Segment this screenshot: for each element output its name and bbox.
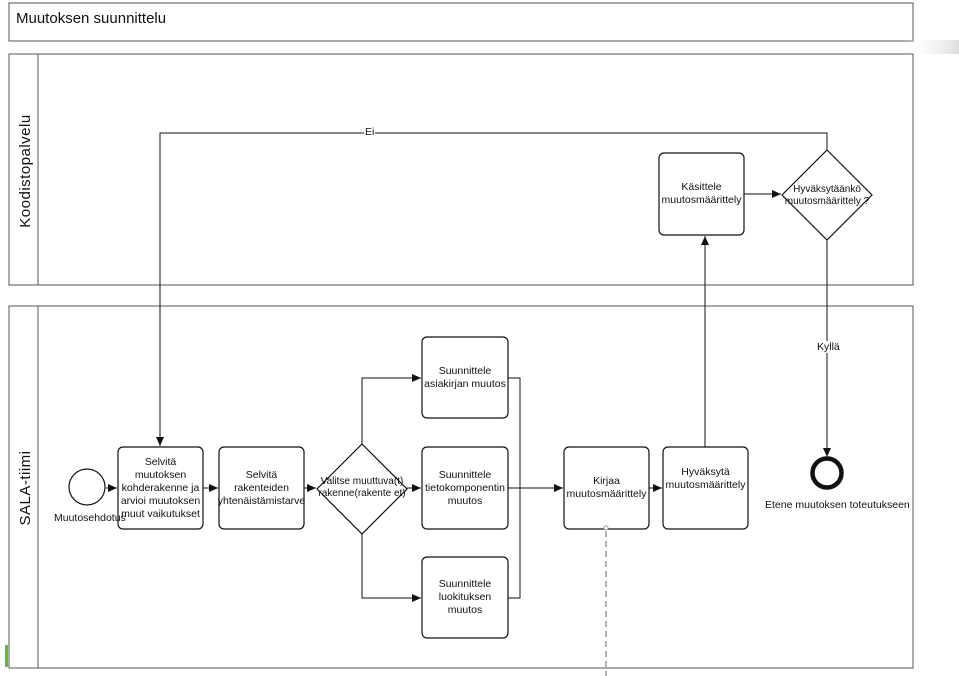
task-hyvaksyta-label: Hyväksytä muutosmäärittely [665,466,746,491]
lane-label-sala-tiimi: SALA-tiimi [17,450,34,526]
gateway-hyvaksytaanko-label: Hyväksytäänkö muutosmäärittely ? [784,183,870,208]
lane-accent-bar [5,645,8,667]
end-event[interactable] [810,456,844,490]
task-kasittele-label: Käsittele muutosmäärittely [661,181,742,206]
association-dot [603,525,609,531]
task-suunnittele-luokituksen-label: Suunnittele luokituksen muutos [438,578,492,616]
start-event[interactable] [68,468,106,506]
pool-title: Muutoksen suunnittelu [16,10,167,27]
task-suunnittele-asiakirjan-label: Suunnittele asiakirjan muutos [424,364,506,390]
lane-label-koodistopalvelu: Koodistopalvelu [17,114,34,228]
flow-valitse-to-luokituksen [361,534,421,602]
pool-header [8,2,914,42]
header-fade [900,40,959,54]
task-kirjaa-label: Kirjaa muutosmäärittely [566,475,647,500]
flow-label-kylla: Kyllä [816,341,841,353]
lane-koodistopalvelu [8,53,914,286]
task-selvita-rakenteiden-label: Selvitä rakenteiden yhtenäistämistarve [217,468,306,507]
flow-label-ei: Ei [364,126,376,138]
flow-ei-loop-back [156,132,828,446]
flow-valitse-to-asiakirjan [361,374,421,444]
task-suunnittele-tietokomponentin-label: Suunnittele tietokomponentin muutos [425,468,505,507]
flow-asiakirjan-to-kirjaa [508,377,521,488]
start-event-label: Muutosehdotus [54,512,126,524]
task-selvita-muutoksen-label: Selvitä muutoksen kohderakenne ja arvioi… [120,455,201,520]
gateway-valitse-label: Valitse muuttuva(t) rakenne(rakente et) [318,475,406,500]
end-event-label: Etene muutoksen toteutukseen [765,499,910,511]
flow-luokituksen-to-kirjaa [508,488,521,599]
